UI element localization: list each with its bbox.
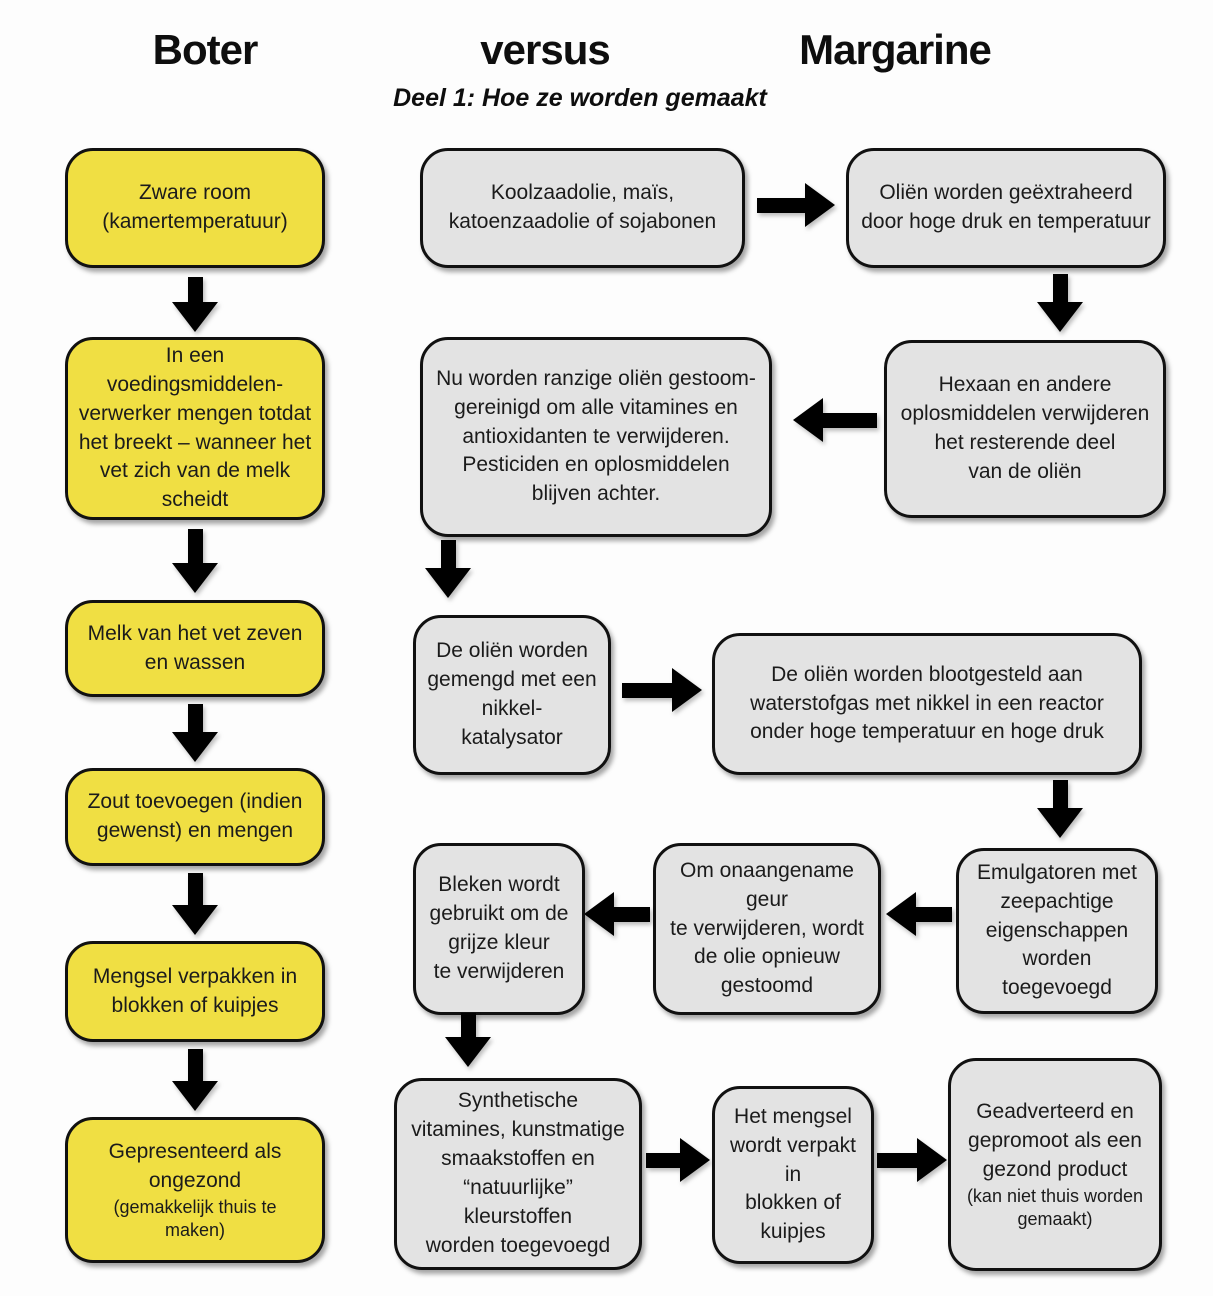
arrow-head bbox=[1037, 302, 1083, 332]
arrow-stem bbox=[440, 540, 456, 568]
node-koolzaadolie: Koolzaadolie, maïs, katoenzaadolie of so… bbox=[420, 148, 745, 268]
node-text: Koolzaadolie, maïs, katoenzaadolie of so… bbox=[448, 181, 717, 233]
arrow-head bbox=[172, 302, 218, 332]
node-text: Nu worden ranzige oliën gestoom- gereini… bbox=[436, 366, 756, 506]
node-gepresenteerd-ongezond: Gepresenteerd als ongezond (gemakkelijk … bbox=[65, 1117, 325, 1263]
arrow-left-icon bbox=[584, 892, 650, 936]
node-text: Zware room (kamertemperatuur) bbox=[102, 181, 288, 233]
arrow-head bbox=[805, 183, 835, 227]
arrow-head bbox=[172, 1081, 218, 1111]
arrow-right-icon bbox=[646, 1138, 710, 1182]
node-nikkel-katalysator: De oliën worden gemengd met een nikkel- … bbox=[413, 615, 611, 775]
arrow-down-icon bbox=[172, 1049, 218, 1111]
node-geur-gestoomd: Om onaangename geur te verwijderen, word… bbox=[653, 843, 881, 1015]
node-text: In een voedingsmiddelen- verwerker menge… bbox=[78, 343, 312, 512]
title-versus: versus bbox=[480, 26, 610, 73]
node-text: Oliën worden geëxtraheerd door hoge druk… bbox=[861, 181, 1151, 233]
node-waterstofgas-reactor: De oliën worden blootgesteld aan waterst… bbox=[712, 633, 1142, 775]
arrow-stem bbox=[646, 1152, 680, 1168]
arrow-right-icon bbox=[877, 1138, 947, 1182]
arrow-right-icon bbox=[757, 183, 835, 227]
arrow-left-icon bbox=[793, 398, 877, 442]
node-text: Synthetische vitamines, kunstmatige smaa… bbox=[411, 1089, 625, 1257]
node-olien-geextraheerd: Oliën worden geëxtraheerd door hoge druk… bbox=[846, 148, 1166, 268]
node-text: Zout toevoegen (indien gewenst) en menge… bbox=[87, 790, 303, 842]
arrow-stem bbox=[877, 1152, 917, 1168]
arrow-down-icon bbox=[1037, 780, 1083, 838]
node-melk-zeven: Melk van het vet zeven en wassen bbox=[65, 600, 325, 697]
arrow-stem bbox=[187, 704, 203, 732]
arrow-head bbox=[172, 905, 218, 935]
arrow-head bbox=[172, 563, 218, 593]
arrow-stem bbox=[1052, 780, 1068, 808]
node-text: Mengsel verpakken in blokken of kuipjes bbox=[92, 964, 298, 1017]
node-gezond-product: Geadverteerd en gepromoot als een gezond… bbox=[948, 1058, 1162, 1271]
arrow-stem bbox=[614, 906, 650, 922]
node-zout-toevoegen: Zout toevoegen (indien gewenst) en menge… bbox=[65, 768, 325, 866]
arrow-down-icon bbox=[445, 1013, 491, 1067]
node-hexaan-oplosmiddelen: Hexaan en andere oplosmiddelen verwijder… bbox=[884, 340, 1166, 518]
arrow-head bbox=[886, 892, 916, 936]
arrow-stem bbox=[187, 873, 203, 905]
arrow-down-icon bbox=[172, 277, 218, 332]
arrow-stem bbox=[1052, 274, 1068, 302]
node-text: Hexaan en andere oplosmiddelen verwijder… bbox=[900, 373, 1150, 483]
node-mengsel-verpakt: Het mengsel wordt verpakt in blokken of … bbox=[712, 1086, 874, 1264]
arrow-down-icon bbox=[172, 873, 218, 935]
arrow-head bbox=[1037, 808, 1083, 838]
arrow-down-icon bbox=[172, 704, 218, 762]
arrow-stem bbox=[187, 1049, 203, 1081]
arrow-stem bbox=[916, 906, 952, 922]
arrow-head bbox=[445, 1037, 491, 1067]
arrow-head bbox=[917, 1138, 947, 1182]
arrow-head bbox=[672, 668, 702, 712]
node-mengsel-verpakken: Mengsel verpakken in blokken of kuipjes bbox=[65, 941, 325, 1042]
arrow-stem bbox=[622, 682, 672, 698]
node-zware-room: Zware room (kamertemperatuur) bbox=[65, 148, 325, 268]
node-bleken: Bleken wordt gebruikt om de grijze kleur… bbox=[413, 843, 585, 1015]
node-gestoomgereinigd: Nu worden ranzige oliën gestoom- gereini… bbox=[420, 337, 772, 537]
arrow-stem bbox=[187, 277, 203, 302]
node-emulgatoren: Emulgatoren met zeepachtige eigenschappe… bbox=[956, 848, 1158, 1014]
node-text: De oliën worden gemengd met een nikkel- … bbox=[427, 639, 597, 749]
arrow-head bbox=[425, 568, 471, 598]
node-text: De oliën worden blootgesteld aan waterst… bbox=[750, 662, 1104, 744]
arrow-left-icon bbox=[886, 892, 952, 936]
arrow-head bbox=[680, 1138, 710, 1182]
node-text: Melk van het vet zeven en wassen bbox=[87, 621, 303, 674]
arrow-down-icon bbox=[425, 540, 471, 598]
arrow-down-icon bbox=[1037, 274, 1083, 332]
arrow-stem bbox=[460, 1013, 476, 1037]
arrow-stem bbox=[823, 412, 877, 428]
node-voedingsmiddelen-verwerker: In een voedingsmiddelen- verwerker menge… bbox=[65, 337, 325, 520]
node-note: (kan niet thuis worden gemaakt) bbox=[966, 1185, 1144, 1229]
arrow-stem bbox=[757, 197, 805, 213]
arrow-down-icon bbox=[172, 529, 218, 593]
arrow-head bbox=[793, 398, 823, 442]
arrow-head bbox=[584, 892, 614, 936]
node-synthetische-vitamines: Synthetische vitamines, kunstmatige smaa… bbox=[394, 1078, 642, 1270]
title-margarine: Margarine bbox=[799, 26, 992, 73]
node-text: Emulgatoren met zeepachtige eigenschappe… bbox=[977, 860, 1137, 1000]
arrow-head bbox=[172, 732, 218, 762]
node-text: Gepresenteerd als ongezond bbox=[108, 1139, 282, 1192]
title-boter: Boter bbox=[152, 26, 259, 73]
arrow-right-icon bbox=[622, 668, 702, 712]
node-note: (gemakkelijk thuis te maken) bbox=[113, 1196, 277, 1240]
subtitle-deel1: Deel 1: Hoe ze worden gemaakt bbox=[393, 84, 767, 112]
node-text: Bleken wordt gebruikt om de grijze kleur… bbox=[429, 873, 569, 983]
node-text: Om onaangename geur te verwijderen, word… bbox=[670, 858, 864, 998]
arrow-stem bbox=[187, 529, 203, 563]
node-text: Geadverteerd en gepromoot als een gezond… bbox=[968, 1099, 1142, 1181]
node-text: Het mengsel wordt verpakt in blokken of … bbox=[729, 1104, 857, 1244]
